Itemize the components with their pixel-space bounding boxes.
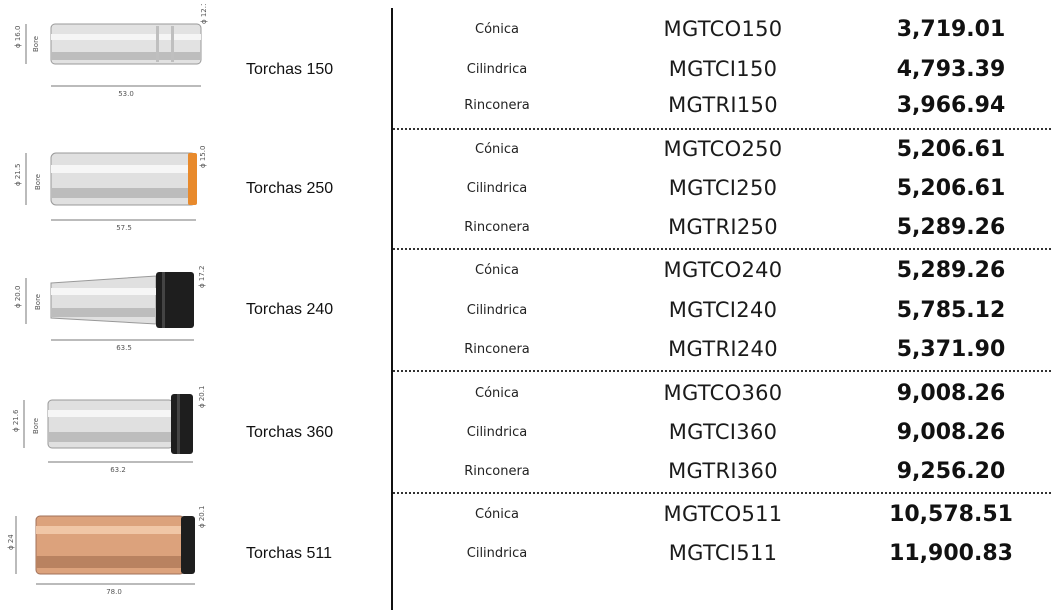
svg-text:ϕ 21.5: ϕ 21.5 — [14, 164, 22, 186]
table-row: Cilindrica MGTCI511 11,900.83 — [393, 535, 1053, 573]
row-price: 10,578.51 — [889, 502, 1013, 527]
table-row: Cónica MGTCO250 5,206.61 — [393, 131, 1053, 169]
table-row: Cilindrica MGTCI150 4,793.39 — [393, 51, 1053, 89]
svg-text:ϕ 21.6: ϕ 21.6 — [12, 409, 20, 432]
svg-text:ϕ 15.0: ϕ 15.0 — [199, 146, 207, 168]
row-type: Rinconera — [464, 464, 530, 479]
row-type: Cilindrica — [466, 546, 528, 561]
table-row: Cónica MGTCO150 3,719.01 — [393, 11, 1053, 49]
svg-text:ϕ 20.1: ϕ 20.1 — [198, 386, 206, 408]
table-row: Rinconera MGTRI240 5,371.90 — [393, 331, 1053, 369]
row-type: Cónica — [475, 22, 519, 37]
row-code: MGTCI150 — [668, 57, 778, 81]
svg-text:Bore: Bore — [34, 174, 42, 190]
row-code: MGTCO360 — [663, 381, 783, 405]
row-price: 5,785.12 — [896, 298, 1006, 323]
row-type: Cónica — [475, 142, 519, 157]
svg-text:ϕ 16.0: ϕ 16.0 — [14, 26, 22, 48]
svg-text:ϕ 17.2: ϕ 17.2 — [198, 266, 206, 288]
row-price: 3,966.94 — [896, 93, 1006, 118]
svg-text:ϕ 24: ϕ 24 — [7, 534, 15, 550]
group-separator — [393, 370, 1051, 372]
nozzle-360-image: ϕ 21.6 Bore ϕ 20.1 63.2 — [12, 386, 206, 474]
svg-text:ϕ 20.1: ϕ 20.1 — [198, 506, 206, 528]
row-type: Cilindrica — [466, 425, 528, 440]
row-type: Cilindrica — [466, 181, 528, 196]
svg-text:Bore: Bore — [32, 418, 40, 434]
row-price: 4,793.39 — [896, 57, 1006, 82]
row-type: Cónica — [475, 507, 519, 522]
row-type: Rinconera — [464, 98, 530, 113]
row-type: Cilindrica — [466, 303, 528, 318]
row-code: MGTCI360 — [668, 420, 778, 444]
row-price: 11,900.83 — [889, 541, 1013, 566]
row-code: MGTRI250 — [668, 215, 778, 239]
svg-text:63.2: 63.2 — [110, 466, 126, 474]
group-label: Torchas 360 — [246, 424, 334, 441]
svg-text:63.5: 63.5 — [116, 344, 132, 352]
group-separator — [393, 492, 1051, 494]
column-divider — [391, 8, 393, 610]
row-price: 5,289.26 — [896, 215, 1006, 240]
nozzle-240-image: ϕ 20.0 Bore ϕ 17.2 63.5 — [14, 266, 206, 352]
row-code: MGTCI511 — [668, 541, 778, 565]
row-price: 5,289.26 — [896, 258, 1006, 283]
group-separator — [393, 128, 1051, 130]
table-row: Cónica MGTCO360 9,008.26 — [393, 375, 1053, 413]
table-row: Rinconera MGTRI250 5,289.26 — [393, 209, 1053, 247]
row-code: MGTCO240 — [663, 258, 783, 282]
row-price: 9,008.26 — [896, 381, 1006, 406]
row-type: Rinconera — [464, 342, 530, 357]
group-label: Torchas 240 — [246, 301, 334, 318]
row-code: MGTRI360 — [668, 459, 778, 483]
nozzle-150-image: ϕ 16.0 Bore ϕ 12.16 53.0 — [14, 4, 208, 98]
row-price: 5,206.61 — [896, 176, 1006, 201]
row-type: Cilindrica — [466, 62, 528, 77]
row-code: MGTCO150 — [663, 17, 783, 41]
svg-text:57.5: 57.5 — [116, 224, 132, 232]
svg-text:ϕ 20.0: ϕ 20.0 — [14, 286, 22, 308]
row-code: MGTCI240 — [668, 298, 778, 322]
table-row: Cilindrica MGTCI240 5,785.12 — [393, 292, 1053, 330]
row-code: MGTRI150 — [668, 93, 778, 117]
row-price: 5,206.61 — [896, 137, 1006, 162]
row-price: 9,256.20 — [896, 459, 1006, 484]
row-type: Cónica — [475, 386, 519, 401]
table-row: Cónica MGTCO240 5,289.26 — [393, 252, 1053, 290]
group-label: Torchas 150 — [246, 61, 334, 78]
svg-text:53.0: 53.0 — [118, 90, 134, 98]
svg-text:78.0: 78.0 — [106, 588, 122, 596]
row-code: MGTCO250 — [663, 137, 783, 161]
group-label: Torchas 511 — [246, 545, 332, 562]
nozzle-511-image: ϕ 24 ϕ 20.1 78.0 — [7, 506, 206, 596]
nozzle-250-image: ϕ 21.5 Bore ϕ 15.0 57.5 — [14, 146, 207, 232]
group-label: Torchas 250 — [246, 180, 334, 197]
table-row: Cónica MGTCO511 10,578.51 — [393, 496, 1053, 534]
group-separator — [393, 248, 1051, 250]
row-code: MGTCO511 — [663, 502, 783, 526]
row-price: 5,371.90 — [896, 337, 1006, 362]
row-price: 3,719.01 — [896, 17, 1006, 42]
row-type: Cónica — [475, 263, 519, 278]
table-row: Cilindrica MGTCI250 5,206.61 — [393, 170, 1053, 208]
svg-text:Bore: Bore — [34, 294, 42, 310]
row-code: MGTRI240 — [668, 337, 778, 361]
row-price: 9,008.26 — [896, 420, 1006, 445]
svg-text:Bore: Bore — [32, 36, 40, 52]
table-row: Rinconera MGTRI150 3,966.94 — [393, 87, 1053, 125]
table-row: Rinconera MGTRI360 9,256.20 — [393, 453, 1053, 491]
table-row: Cilindrica MGTCI360 9,008.26 — [393, 414, 1053, 452]
row-code: MGTCI250 — [668, 176, 778, 200]
svg-text:ϕ 12.16: ϕ 12.16 — [200, 4, 208, 24]
row-type: Rinconera — [464, 220, 530, 235]
